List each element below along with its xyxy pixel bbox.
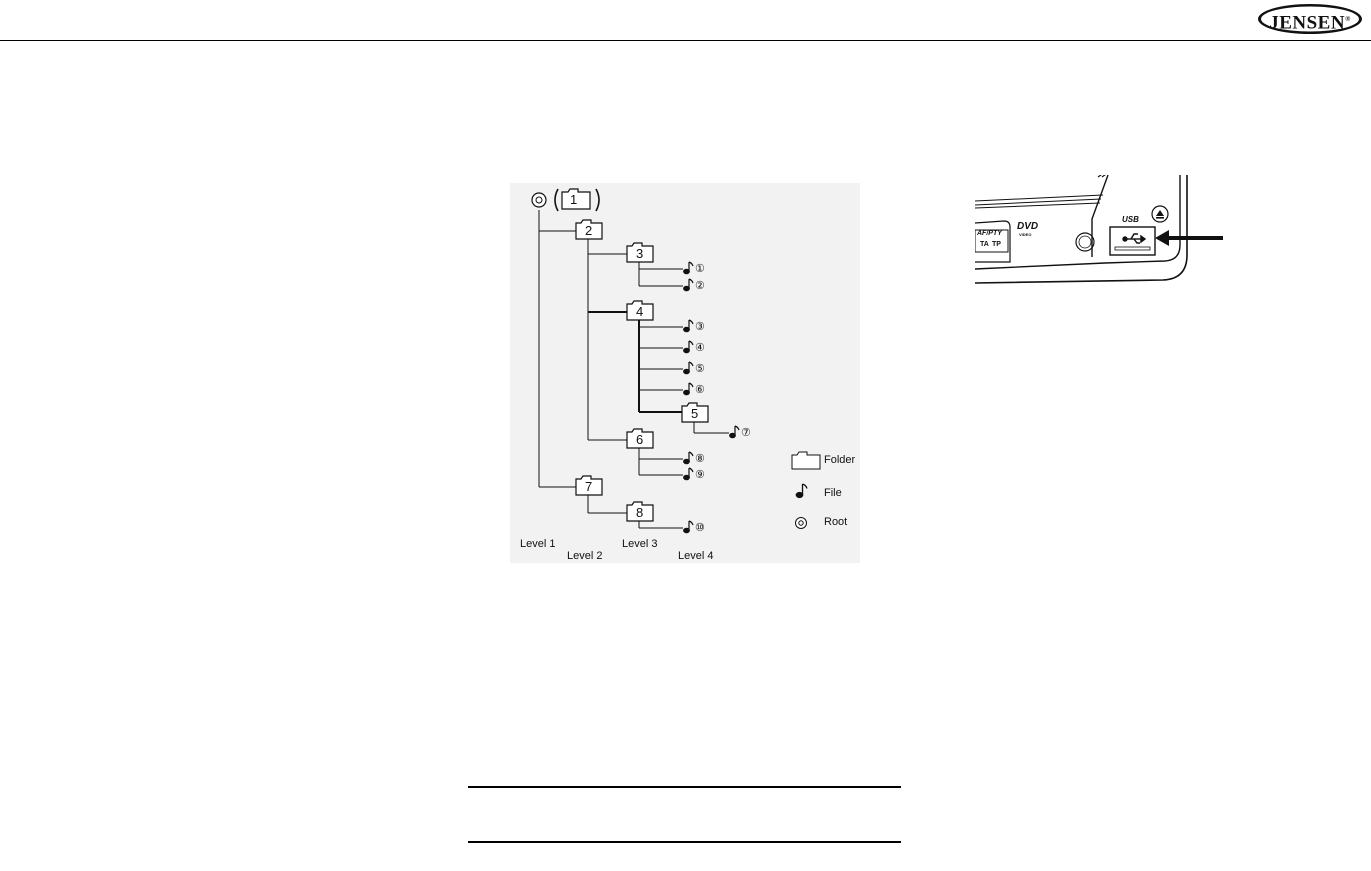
header-rule [0, 40, 1371, 41]
folder-5-icon [681, 402, 709, 423]
folder-4-icon [626, 300, 654, 321]
folder-7-number: 7 [585, 479, 593, 494]
folder-8-icon [626, 501, 654, 522]
note-icon [683, 451, 694, 465]
folder-4-number: 4 [636, 304, 644, 319]
root-folder-bracket [554, 188, 600, 212]
folder-3-number: 3 [636, 246, 644, 261]
note-icon [683, 467, 694, 481]
file-3-number: ③ [695, 321, 705, 333]
file-10-number: ⑩ [695, 522, 705, 534]
root-icon [531, 192, 547, 208]
note-icon [729, 425, 740, 439]
note-top-rule [468, 786, 901, 788]
file-7-number: ⑦ [741, 427, 751, 439]
file-9-number: ⑨ [695, 469, 705, 481]
file-4-number: ④ [695, 342, 705, 354]
folder-2-icon [575, 219, 603, 240]
file-5-number: ⑤ [695, 363, 705, 375]
legend-root-label: Root [824, 516, 848, 528]
note-icon [683, 319, 694, 333]
jensen-logo: JENSEN® [1257, 3, 1363, 35]
note-icon [683, 340, 694, 354]
legend-file-label: File [824, 487, 842, 499]
folder-6-icon [626, 428, 654, 449]
file-6-number: ⑥ [695, 384, 705, 396]
folder-2-number: 2 [585, 223, 593, 238]
note-bottom-rule [468, 841, 901, 843]
level-4-label: Level 4 [678, 550, 714, 562]
usb-label: USB [1122, 215, 1139, 224]
note-icon [683, 520, 694, 534]
legend-folder-label: Folder [824, 454, 856, 466]
note-icon [683, 278, 694, 292]
folder-1-number: 1 [570, 192, 578, 207]
legend-root-icon [795, 517, 807, 529]
eject-icon [1156, 210, 1164, 219]
note-icon [683, 382, 694, 396]
legend-folder-icon [791, 451, 821, 470]
file-2-number: ② [695, 280, 705, 292]
note-icon [683, 361, 694, 375]
folder-8-number: 8 [636, 505, 644, 520]
folder-6-number: 6 [636, 432, 644, 447]
folder-1-icon [561, 188, 591, 210]
legend-note-icon [795, 483, 808, 499]
dvd-video-label: VIDEO [1019, 232, 1032, 237]
device-usb-illustration: AF/PTY TA TP DVD VIDEO USB [975, 175, 1235, 285]
ta-label: TA [980, 241, 989, 248]
folder-7-icon [575, 475, 603, 496]
tp-label: TP [992, 241, 1001, 248]
file-8-number: ⑧ [695, 453, 705, 465]
folder-3-icon [626, 242, 654, 263]
dvd-label: DVD [1017, 221, 1039, 232]
folder-5-number: 5 [691, 406, 699, 421]
level-1-label: Level 1 [520, 538, 556, 550]
arrow-icon [1155, 230, 1223, 246]
file-1-number: ① [695, 263, 705, 275]
usb-icon [1122, 233, 1147, 244]
folder-tree-diagram: 1 2 3 4 5 6 7 8 ① ② ③ ④ ⑤ ⑥ ⑦ ⑧ ⑨ ⑩ Fold… [510, 183, 860, 563]
level-2-label: Level 2 [567, 550, 603, 562]
af-pty-label: AF/PTY [977, 230, 1002, 237]
note-icon [683, 261, 694, 275]
level-3-label: Level 3 [622, 538, 658, 550]
